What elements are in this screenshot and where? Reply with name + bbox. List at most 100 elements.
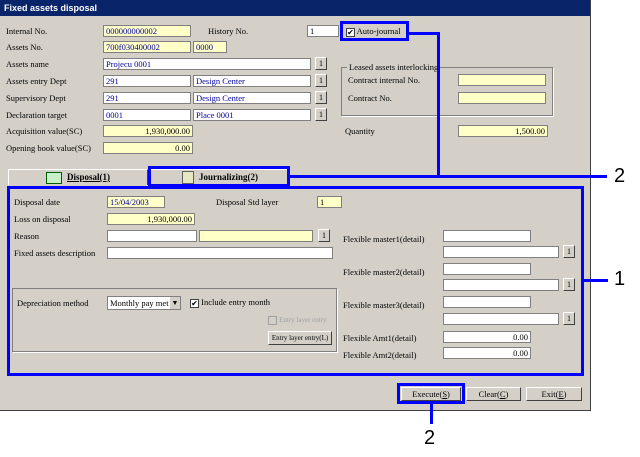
supervisory-dept-label: Supervisory Dept bbox=[6, 93, 66, 103]
include-entry-month-checkbox[interactable]: ✔ Include entry month bbox=[190, 296, 270, 308]
flex-master2-lookup-button[interactable]: 1 bbox=[563, 278, 575, 291]
tab-journalizing-label: Journalizing(2) bbox=[198, 172, 258, 182]
contract-no-field[interactable] bbox=[458, 92, 546, 104]
opening-value-label: Opening book value(SC) bbox=[6, 143, 91, 153]
auto-journal-check-icon[interactable]: ✔ bbox=[346, 27, 355, 37]
quantity-label: Quantity bbox=[345, 126, 375, 136]
entry-layer-checkbox: Entry layer entry bbox=[268, 313, 327, 326]
flex-master1-label: Flexible master1(detail) bbox=[343, 234, 425, 244]
entry-dept-label: Assets entry Dept bbox=[6, 76, 67, 86]
flex-master1-lookup-button[interactable]: 1 bbox=[563, 245, 575, 258]
assets-no-label: Assets No. bbox=[6, 42, 43, 52]
declaration-lookup-button[interactable]: 1 bbox=[315, 108, 327, 121]
assets-no-sub-field[interactable]: 0000 bbox=[193, 41, 227, 53]
disposal-date-label: Disposal date bbox=[14, 197, 61, 207]
depreciation-method-label: Depreciation method bbox=[17, 298, 89, 308]
panel-callout-line bbox=[584, 279, 608, 282]
declaration-name-field: Place 0001 bbox=[193, 109, 311, 121]
disposal-panel-highlight bbox=[7, 186, 584, 376]
execute-highlight bbox=[397, 383, 465, 404]
auto-journal-checkbox[interactable]: ✔ Auto-journal bbox=[346, 25, 401, 37]
window-title: Fixed assets disposal bbox=[0, 0, 590, 16]
flex-master3-code-field[interactable] bbox=[443, 296, 531, 308]
history-no-field[interactable]: 1 bbox=[307, 25, 339, 37]
reason-code-field[interactable] bbox=[107, 230, 197, 242]
flex-amt2-label: Flexible Amt2(detail) bbox=[343, 350, 417, 360]
execute-callout-line bbox=[430, 404, 433, 424]
flex-master3-name-field bbox=[443, 313, 559, 325]
callout-panel: 1 bbox=[614, 268, 626, 290]
disposal-date-field[interactable]: 15/04/2003 bbox=[107, 196, 165, 208]
reason-label: Reason bbox=[14, 231, 40, 241]
callout-tab: 2 bbox=[614, 165, 626, 187]
flex-master3-lookup-button[interactable]: 1 bbox=[563, 312, 575, 325]
declaration-target-label: Declaration target bbox=[6, 110, 67, 120]
tab-journalizing[interactable]: Journalizing(2) bbox=[150, 169, 290, 185]
assets-no-field[interactable]: 700f030400002 bbox=[103, 41, 191, 53]
internal-no-field[interactable]: 000000000002 bbox=[103, 25, 191, 37]
entry-dept-code-field[interactable]: 291 bbox=[103, 75, 191, 87]
flex-master2-code-field[interactable] bbox=[443, 263, 531, 275]
leased-assets-group bbox=[341, 67, 553, 116]
entry-layer-button[interactable]: Entry layer entry(L) bbox=[268, 331, 332, 345]
include-entry-check-icon[interactable]: ✔ bbox=[190, 298, 199, 308]
declaration-code-field[interactable]: 0001 bbox=[103, 109, 191, 121]
quantity-field: 1,500.00 bbox=[458, 125, 548, 137]
callout-execute: 2 bbox=[424, 427, 436, 449]
ledger-icon bbox=[181, 171, 194, 185]
tab-callout-line bbox=[290, 175, 607, 178]
entry-dept-name-field: Design Center bbox=[193, 75, 311, 87]
flex-amt1-label: Flexible Amt1(detail) bbox=[343, 333, 417, 343]
leased-assets-group-label: Leased assets interlocking bbox=[347, 61, 441, 73]
flex-master1-code-field[interactable] bbox=[443, 230, 531, 242]
flex-master1-name-field bbox=[443, 246, 559, 258]
acquisition-value-field: 1,930,000.00 bbox=[103, 125, 193, 137]
flex-amt2-field[interactable]: 0.00 bbox=[443, 347, 531, 359]
entry-dept-lookup-button[interactable]: 1 bbox=[315, 74, 327, 87]
entry-layer-label: Entry layer entry bbox=[279, 316, 327, 324]
loss-on-disposal-field: 1,930,000.00 bbox=[107, 213, 195, 225]
execute-button[interactable]: Execute(S) bbox=[401, 387, 461, 401]
contract-no-label: Contract No. bbox=[348, 93, 392, 103]
acquisition-value-label: Acquisition value(SC) bbox=[6, 126, 83, 136]
entry-layer-check-icon bbox=[268, 315, 277, 325]
auto-journal-label: Auto-journal bbox=[356, 26, 401, 36]
clear-button[interactable]: Clear(C) bbox=[466, 387, 521, 401]
assets-name-field[interactable]: Projecu 0001 bbox=[103, 58, 311, 70]
fixed-assets-description-field[interactable] bbox=[107, 247, 333, 259]
reason-lookup-button[interactable]: 1 bbox=[318, 229, 330, 242]
supervisory-dept-name-field: Design Center bbox=[193, 92, 311, 104]
fixed-assets-disposal-window: Fixed assets disposal Internal No. 00000… bbox=[0, 0, 591, 411]
flex-amt1-field[interactable]: 0.00 bbox=[443, 331, 531, 343]
flex-master2-label: Flexible master2(detail) bbox=[343, 267, 425, 277]
fixed-assets-description-label: Fixed assets description bbox=[14, 248, 96, 258]
flex-master2-name-field bbox=[443, 279, 559, 291]
flex-master3-label: Flexible master3(detail) bbox=[343, 300, 425, 310]
supervisory-dept-code-field[interactable]: 291 bbox=[103, 92, 191, 104]
disposal-std-layer-field[interactable]: 1 bbox=[317, 196, 342, 208]
tab-disposal[interactable]: Disposal(1) bbox=[8, 169, 148, 185]
vertical-connector bbox=[437, 32, 440, 178]
supervisory-dept-lookup-button[interactable]: 1 bbox=[315, 91, 327, 104]
opening-value-field: 0.00 bbox=[103, 142, 193, 154]
auto-journal-connector bbox=[406, 32, 440, 35]
journalizing-tab-highlight bbox=[148, 166, 290, 187]
reason-name-field bbox=[199, 230, 313, 242]
history-no-label: History No. bbox=[208, 26, 249, 36]
exit-button[interactable]: Exit(E) bbox=[526, 387, 582, 401]
depreciation-method-select[interactable]: Monthly pay met ▼ bbox=[107, 296, 181, 310]
tab-disposal-label: Disposal(1) bbox=[66, 172, 110, 182]
internal-no-label: Internal No. bbox=[6, 26, 48, 36]
loss-on-disposal-label: Loss on disposal bbox=[14, 214, 71, 224]
chevron-down-icon[interactable]: ▼ bbox=[170, 297, 180, 309]
assets-name-lookup-button[interactable]: 1 bbox=[315, 57, 327, 70]
depreciation-method-value: Monthly pay met bbox=[110, 298, 169, 308]
book-icon bbox=[45, 171, 62, 184]
depreciation-group bbox=[12, 288, 337, 352]
include-entry-month-label: Include entry month bbox=[201, 297, 271, 307]
contract-internal-no-label: Contract internal No. bbox=[348, 75, 420, 85]
disposal-std-layer-label: Disposal Std layer bbox=[216, 197, 279, 207]
contract-internal-no-field[interactable] bbox=[458, 74, 546, 86]
assets-name-label: Assets name bbox=[6, 59, 49, 69]
auto-journal-highlight bbox=[340, 21, 409, 41]
